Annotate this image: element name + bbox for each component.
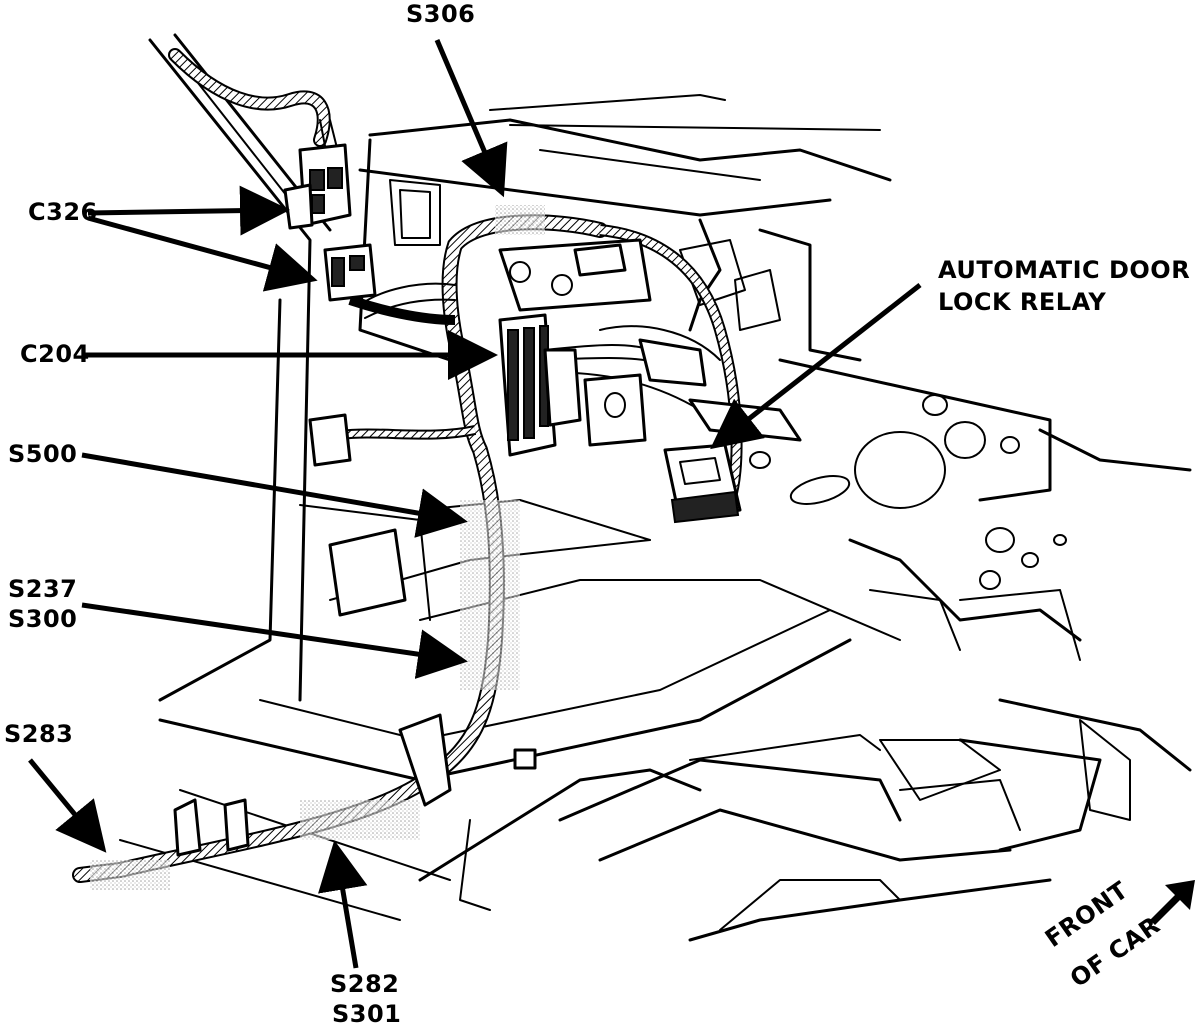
callout-arrows: [28, 39, 922, 969]
connector-c326-lower: [323, 243, 377, 302]
arrow-s283: [28, 758, 107, 853]
connector-c326-upper: [283, 143, 352, 230]
label-s306: S306: [406, 0, 476, 28]
arrow-relay: [710, 283, 922, 450]
label-c204: C204: [20, 340, 90, 368]
label-s500: S500: [8, 440, 78, 468]
label-relay-line2: LOCK RELAY: [938, 288, 1107, 316]
label-s300: S300: [8, 605, 78, 633]
automatic-door-lock-relay: [638, 338, 802, 524]
label-c326: C326: [28, 198, 98, 226]
label-s237: S237: [8, 575, 78, 603]
label-s301: S301: [332, 1000, 402, 1028]
arrow-s500: [81, 452, 468, 538]
arrow-c326-b: [87, 215, 318, 292]
connector-c204: [498, 313, 582, 457]
label-s283: S283: [4, 720, 74, 748]
arrow-c326-a: [87, 185, 290, 236]
dash-bracket: [498, 238, 652, 447]
wiring-harness: [72, 48, 743, 890]
arrow-s306: [434, 39, 508, 198]
front-of-car-arrow-icon: [1150, 880, 1195, 925]
arrow-s282-s301: [318, 840, 368, 969]
label-relay-line1: AUTOMATIC DOOR: [938, 256, 1191, 284]
arrow-s237-s300: [81, 602, 468, 679]
harness-clips: [173, 413, 537, 857]
label-s282: S282: [330, 970, 400, 998]
